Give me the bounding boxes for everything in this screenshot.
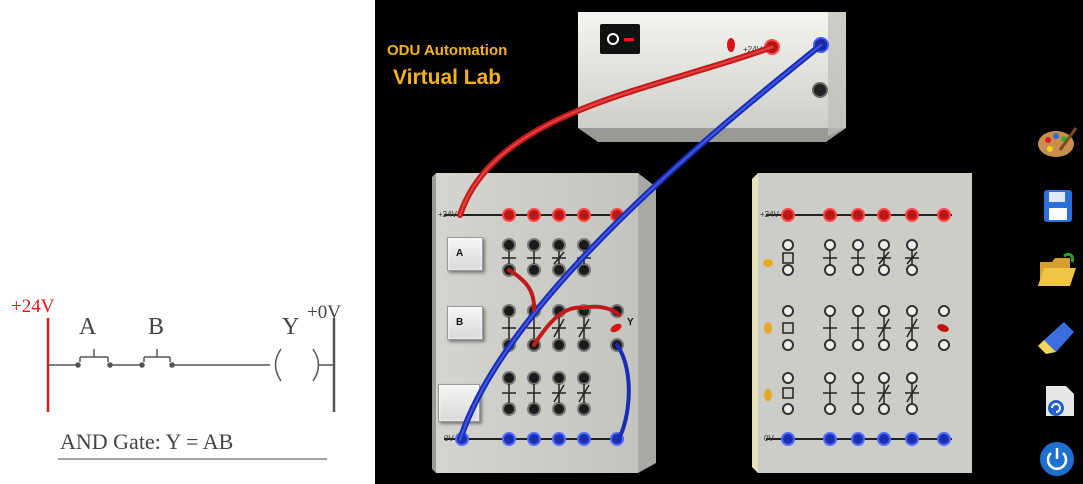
io-board-right[interactable]: +24V 0V [752, 173, 978, 480]
contact-b [139, 349, 175, 368]
switch-on-indicator [624, 38, 634, 41]
voltage-0v-label: +0V [307, 302, 341, 323]
contact-a [75, 349, 113, 368]
left-board-bottom-rail-label: 0V [444, 434, 454, 443]
input-b-label: B [148, 314, 165, 340]
power-icon [1040, 442, 1074, 476]
ladder-diagram: +24V A B Y +0V AND Gate: Y = AB [0, 0, 375, 484]
virtual-lab-viewport[interactable]: ODU Automation Virtual Lab +24V [375, 0, 1083, 484]
open-button[interactable] [1034, 248, 1080, 292]
reset-icon [1046, 386, 1074, 416]
indicator-lamp-2 [764, 322, 772, 334]
output-led-right [937, 324, 949, 332]
terminal-ground[interactable] [812, 82, 828, 98]
reset-button[interactable] [1034, 378, 1080, 422]
indicator-lamp-3 [764, 389, 772, 401]
save-icon [1044, 190, 1072, 222]
right-board-bottom-rail-label: 0V [764, 434, 774, 443]
diagram-caption: AND Gate: Y = AB [60, 429, 234, 454]
pushbutton-b-label: B [456, 317, 464, 328]
save-button[interactable] [1034, 184, 1080, 228]
io-board-left[interactable]: +24V 0V A B Y [432, 173, 658, 480]
left-board-top-rail-label: +24V [438, 210, 457, 219]
palette-button[interactable] [1034, 120, 1080, 164]
pushbutton-a[interactable]: A [447, 237, 483, 271]
right-board-top-rail-label: +24V [760, 210, 779, 219]
coil-y [274, 348, 320, 382]
output-y-label: Y [282, 314, 300, 340]
ladder-diagram-lines [46, 318, 336, 460]
clear-button[interactable] [1034, 314, 1080, 358]
lab-title-line2: Virtual Lab [393, 66, 502, 89]
voltage-24v-label: +24V [11, 296, 55, 317]
indicator-lamp-1 [763, 259, 773, 267]
lab-title-line1: ODU Automation [387, 42, 508, 59]
output-y-tag: Y [627, 317, 634, 328]
input-a-label: A [79, 314, 97, 340]
clear-icon [1038, 322, 1074, 354]
pushbutton-c[interactable] [438, 384, 480, 422]
palette-icon [1038, 127, 1078, 157]
power-button[interactable] [1034, 437, 1080, 481]
power-terminals[interactable] [578, 12, 848, 144]
power-supply[interactable]: +24V [578, 12, 848, 144]
pushbutton-a-label: A [456, 248, 464, 259]
pushbutton-b[interactable]: B [447, 306, 483, 340]
io-board-right-body [752, 173, 972, 473]
open-folder-icon [1038, 252, 1076, 286]
